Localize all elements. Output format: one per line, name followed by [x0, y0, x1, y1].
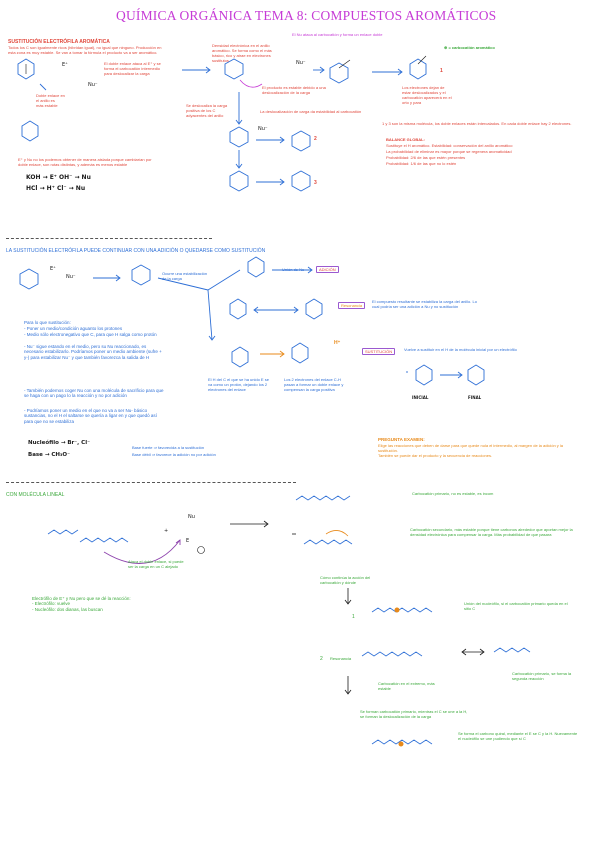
note-continue: Cómo continúa la acción del carbocatión …	[320, 575, 371, 585]
resonance-label: Resonancia	[330, 656, 352, 661]
electrophile-note: Electrófilo de E⁺ y Nu pero que se dé la…	[32, 596, 131, 612]
stable-product-note: El producto es estable debido a una desl…	[262, 85, 326, 95]
option-2: 2	[320, 656, 323, 662]
cl-reagent: Nu⁻	[258, 126, 268, 132]
mechanism-note-top: Densidad electrónica en el anillo aromát…	[212, 43, 272, 63]
explanation-line: Para lo que sustitución:	[24, 320, 71, 325]
option-1: 1	[352, 614, 355, 620]
benzene-ring	[19, 268, 39, 290]
explanation-line: - Nu⁻ sigue estando en el medio, pero su…	[24, 344, 162, 360]
benzene-ring	[415, 364, 433, 386]
resonancia-box: Resonancia	[338, 302, 366, 309]
carbocation-note: Se deslocaliza la carga positiva de los …	[186, 103, 228, 118]
e-plus-label: E⁺	[50, 266, 56, 272]
benzene-ring	[409, 58, 427, 80]
exam-text: Elige las reacciones que deben de darse …	[378, 443, 564, 458]
benzene-ring	[17, 58, 35, 80]
section-heading: LA SUSTITUCIÓN ELECTRÓFILA PUEDE CONTINU…	[6, 248, 266, 254]
green-badge: ⊕ = carbocatión aromático	[444, 45, 495, 50]
sustitucion-note: Vuelve a sustituir en el H de la molécul…	[404, 347, 517, 352]
benzene-ring	[229, 298, 247, 320]
pink-note-1: El Nu ataca al carbocatión y forma un en…	[292, 32, 383, 37]
nu-label: Nu	[188, 514, 195, 520]
benzene-ring	[305, 298, 323, 320]
resonance-text: El compuesto resultante se estabiliza la…	[372, 299, 477, 309]
pair-note: Los 2 electrones del enlace C-H pasan a …	[284, 377, 344, 392]
adicion-box: ADICIÓN	[316, 266, 339, 273]
e-label: E	[186, 538, 190, 544]
product-number-1: 1	[440, 68, 443, 74]
benzene-ring	[229, 126, 249, 148]
resonance-note: Los electrones dejan de estar deslocaliz…	[402, 85, 452, 105]
page-title: QUÍMICA ORGÁNICA TEMA 8: COMPUESTOS AROM…	[116, 8, 497, 23]
exam-heading: PREGUNTA EXAMEN:	[378, 437, 425, 442]
benzene-ring	[291, 170, 311, 192]
attack-note: Ataca el doble enlace, si puede ser la c…	[128, 559, 184, 569]
benzene-ring	[131, 264, 151, 286]
h-plus-label: H⁺	[334, 340, 341, 346]
nucleofilo-line: Nucleófilo → Br⁻, Cl⁻	[28, 440, 90, 446]
union-note: Unión de Nu	[282, 267, 305, 272]
product-number-3: 3	[314, 180, 317, 186]
sustitucion-box: SUSTITUCIÓN	[362, 348, 396, 355]
equation-hcl: HCl → H⁺ Cl⁻ → Nu	[26, 185, 86, 192]
benzene-ring	[329, 62, 349, 84]
plus-sign: +	[164, 528, 169, 534]
balance-line: Probabilidad: 2/6 de las que estén prese…	[386, 155, 466, 160]
mechanism-note-left: El doble enlace ataca al E⁺ y se forma e…	[104, 61, 161, 76]
reagents-note: E⁺ y Nu no los podemos obtener de manera…	[18, 157, 152, 167]
divider	[6, 238, 212, 239]
note-second-reaction: Carbocatión primario, se forma la segund…	[512, 671, 572, 681]
nu-minus-label: Nu⁻	[66, 274, 76, 280]
explanation-line: - Medio sólo electronegativo que C, para…	[24, 332, 157, 337]
note-primary: Carbocatión primario, no es estable, es …	[412, 491, 494, 496]
divider	[6, 482, 296, 483]
product-number-2: 2	[314, 136, 317, 142]
benzene-ring	[467, 364, 485, 386]
benzene-note: Doble enlace en el anillo es más estable	[36, 93, 65, 108]
benzene-ring	[21, 120, 39, 142]
balance-line: Sustituye el H aromático. Estabilidad: c…	[386, 143, 513, 148]
e-plus-label: E⁺	[62, 62, 68, 68]
section-heading: SUSTITUCIÓN ELECTRÓFILA AROMÁTICA	[8, 39, 110, 45]
balance-heading: BALANCE GLOBAL:	[386, 137, 425, 142]
note-union: Unión del nucleófilo, si el carbocatión …	[464, 601, 568, 611]
benzene-ring	[229, 170, 249, 192]
note-chiral: Se forma el carbono quiral, mediante el …	[458, 731, 578, 741]
neutral-note: El H del C el que se ha unido E se va co…	[208, 377, 269, 392]
base-note: Base débil ⇒ favorece la adición no por …	[132, 452, 216, 457]
note-extreme: Carbocatión en el extremo, más estable	[378, 681, 435, 691]
note-deloc: Se forman carbocatión primario, mientras…	[360, 709, 468, 719]
nu-reagent: Nu⁻	[296, 60, 306, 66]
lower-note: La deslocalización de carga da estabilid…	[260, 109, 362, 114]
benzene-ring	[291, 342, 309, 364]
balance-line: Probabilidad: 1/6 de las que no lo estén	[386, 161, 457, 166]
section-heading: CON MOLÉCULA LINEAL	[6, 492, 65, 498]
equation-koh: KOH → E⁺ OH⁻ → Nu	[26, 174, 91, 181]
explanation-line: - También podemos coger Nu con una moléc…	[24, 388, 164, 399]
explanation-line: - Poner un medio/condición aguanto los p…	[24, 326, 123, 331]
base-line: Base → CH₃O⁻	[28, 452, 70, 458]
final-label: FINAL	[468, 395, 482, 400]
benzene-ring	[247, 256, 265, 278]
benzene-ring	[231, 346, 249, 368]
note-secondary: Carbocatión secundario, más estable porq…	[410, 527, 573, 537]
nu-label: Nu⁻	[88, 82, 98, 88]
base-note: Base fuerte ⇒ favorecida a la sustitució…	[132, 445, 205, 450]
carbocation-label: Ocurre una estabilización de la carga	[162, 271, 208, 281]
balance-line: La probabilidad de eliminar es mayor por…	[386, 149, 512, 154]
benzene-ring	[224, 58, 244, 80]
intro-note: Todos los C son igualmente ricos (hibrid…	[8, 45, 162, 55]
right-note: 1 y 3 son la misma molécula, los doble e…	[382, 121, 572, 126]
explanation-line: - Podríamos poner un medio en el que no …	[24, 408, 157, 424]
initial-label: INICIAL	[412, 395, 429, 400]
benzene-ring	[291, 130, 311, 152]
